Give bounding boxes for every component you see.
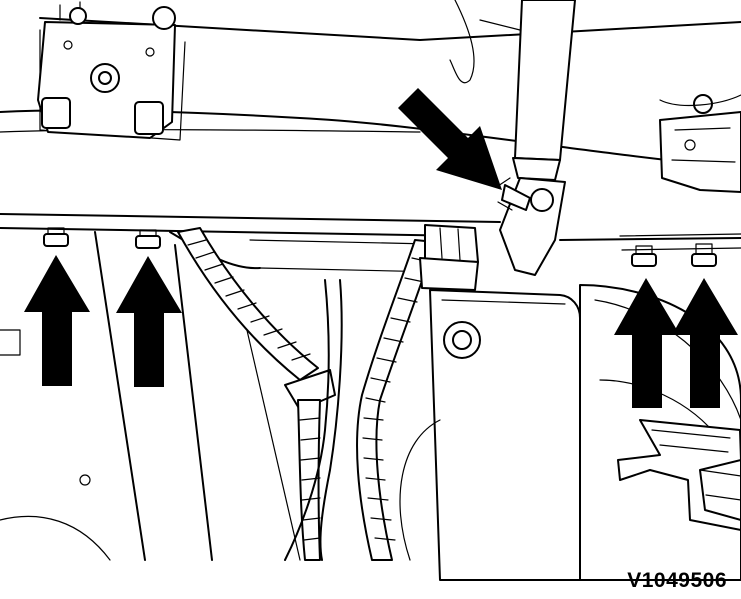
arrow-left-bolt-1 [24,255,90,386]
upper-left-bracket [37,1,176,139]
arrow-right-bolt-1 [614,278,680,408]
bolt-left-1 [43,227,69,247]
strut-mount-bracket [497,177,566,276]
bolt-left-2 [135,229,161,249]
bolt-right-1 [631,245,657,267]
rail-bolts [43,227,717,267]
arrow-left-bolt-2 [116,256,182,387]
arrow-retaining-clip [398,88,502,190]
left-frame [0,231,301,561]
wiring-harness-left [177,227,343,561]
wiring-harness-center [356,224,479,561]
main-rail [0,213,741,273]
gas-strut [449,0,576,181]
indicator-arrows [24,88,738,408]
bolt-right-2 [691,243,717,267]
arrow-right-bolt-2 [672,278,738,408]
component-housing [399,289,581,581]
figure-code: V1049506 [627,569,727,592]
upper-right-bracket [659,94,741,193]
